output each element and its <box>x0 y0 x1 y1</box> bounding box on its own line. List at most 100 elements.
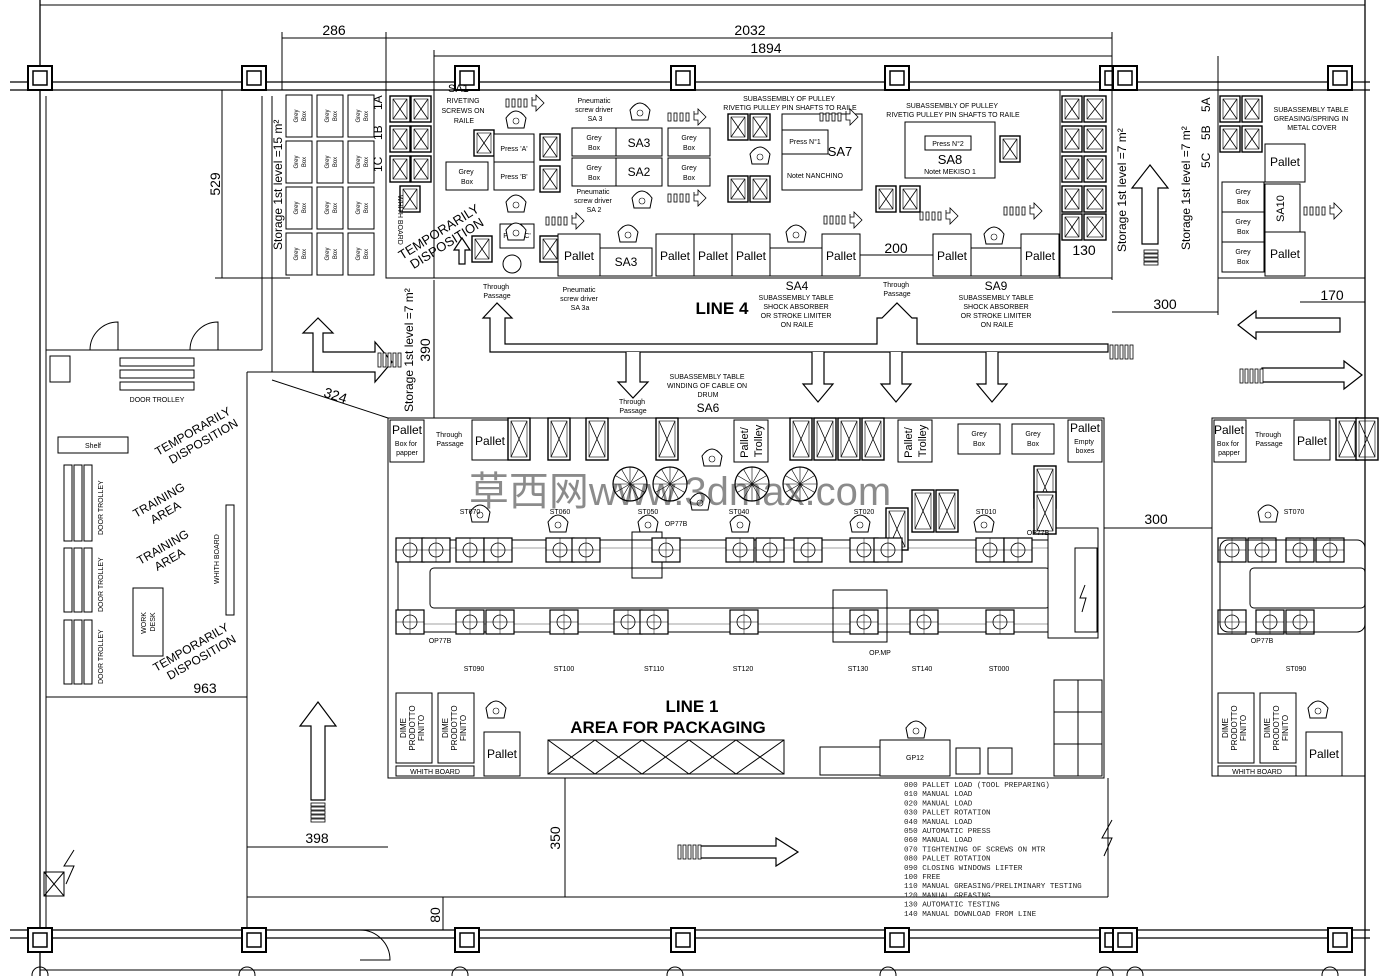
dime-2: DIMEPRODOTTOFINITO <box>441 705 468 750</box>
pallet-sa10-1: Pallet <box>1270 155 1301 169</box>
column-label-1c: 1C <box>371 156 385 172</box>
work-desk-label: WORK DESK <box>141 610 157 634</box>
legend-item: 110 MANUAL GREASING/PRELIMINARY TESTING <box>904 883 1082 891</box>
st070-right: ST070 <box>1284 509 1305 516</box>
dim-300-top: 300 <box>1153 296 1177 312</box>
sa2-label: SA2 <box>628 165 651 179</box>
mekiso-label: Notet MEKISO 1 <box>924 169 976 176</box>
pallet-pack: Pallet <box>487 747 518 761</box>
temp-disp-left-2: TEMPORARILY DISPOSITION <box>151 618 241 686</box>
pallet-l1-a: Pallet <box>475 434 506 448</box>
st040-label: ST040 <box>729 509 750 516</box>
legend-item: 070 TIGHTENING OF SCREWS ON MTR <box>904 846 1046 854</box>
whith-board-l1: WHITH BOARD <box>410 769 460 776</box>
sa4-label: SA4 <box>786 279 809 293</box>
press1-label: Press N°1 <box>789 138 821 146</box>
through-passage-3: Through Passage <box>619 399 647 415</box>
opmp-label: OP.MP <box>869 650 891 657</box>
sa3-note: Pneumatic screw driver SA 3 <box>575 98 615 123</box>
press-a-box <box>493 133 535 163</box>
whith-board-label-top: WHITH BOARD <box>396 195 403 245</box>
door-trolleys-left <box>63 464 93 685</box>
sa1-label: SA1 <box>448 83 469 95</box>
nanchino-label: Notet NANCHINO <box>787 173 844 180</box>
grid-axis-markers <box>31 966 1339 976</box>
dim-200: 200 <box>884 240 908 256</box>
trash-bin <box>49 355 71 383</box>
column-label-1a: 1A <box>371 95 385 110</box>
sa7-title: SUBASSEMBLY OF PULLEY RIVETIG PULLEY PIN… <box>723 96 857 112</box>
sa2-note: Pneumatic screw driver SA 2 <box>574 189 614 214</box>
st120-label: ST120 <box>733 666 754 673</box>
shelf-label: Shelf <box>85 443 101 450</box>
line4-pallet-row <box>557 233 1060 277</box>
grey-box-sa1 <box>445 161 489 191</box>
electric-symbols <box>43 819 1113 897</box>
op77b2-label: OP77B <box>1027 530 1050 537</box>
storage-label-7-right-a: Storage 1st level =7 m² <box>1115 128 1129 252</box>
legend-item: 030 PALLET ROTATION <box>904 810 991 818</box>
sa3b-label: SA3 <box>615 255 638 269</box>
riveting-label: RIVETING SCREWS ON RAILE <box>441 98 486 125</box>
st140-label: ST140 <box>912 666 933 673</box>
legend-item: 140 MANUAL DOWNLOAD FROM LINE <box>904 911 1037 919</box>
storage-label-7-right-b: Storage 1st level =7 m² <box>1179 126 1193 250</box>
storage-label-7-left: Storage 1st level =7 m² <box>402 288 416 412</box>
building-columns <box>27 65 1353 953</box>
dim-80: 80 <box>427 907 443 923</box>
door-trolley-label-3: DOOR TROLLEY <box>98 629 105 684</box>
dim-963: 963 <box>193 680 217 696</box>
st100-label: ST100 <box>554 666 575 673</box>
door-trolley-top-label: DOOR TROLLEY <box>130 397 185 404</box>
pallet-trolley-1: Pallet/ Trolley <box>739 424 765 458</box>
sa6-desc: SUBASSEMBLY TABLE WINDING OF CABLE ON DR… <box>667 374 749 399</box>
pallet-right-a: Pallet <box>1297 434 1328 448</box>
column-label-5a: 5A <box>1199 97 1213 112</box>
op77b3-label: OP77B <box>429 638 452 645</box>
dim-130: 130 <box>1072 242 1096 258</box>
st050-label: ST050 <box>638 509 659 516</box>
legend-item: 080 PALLET ROTATION <box>904 856 991 864</box>
through-passage-right: Through Passage <box>1255 432 1283 448</box>
st060-label: ST060 <box>550 509 571 516</box>
sa6-label: SA6 <box>697 401 720 415</box>
op77b-label: OP77B <box>665 521 688 528</box>
legend-item: 090 CLOSING WINDOWS LIFTER <box>904 865 1023 873</box>
door-trolley-top-3 <box>119 381 195 391</box>
watermark-text: 草西网www.3dmax.com <box>469 470 891 514</box>
pallet-l4-7: Pallet <box>1025 249 1056 263</box>
sa4-desc: SUBASSEMBLY TABLE SHOCK ABSORBER OR STRO… <box>759 295 836 329</box>
storage-label-15: Storage 1st level =15 m² <box>271 120 285 250</box>
pallet-right-pack: Pallet <box>1309 747 1340 761</box>
dim-529: 529 <box>207 172 223 196</box>
legend-item: 060 MANUAL LOAD <box>904 837 973 845</box>
dim-1894: 1894 <box>750 40 781 56</box>
legend-item: 020 MANUAL LOAD <box>904 800 973 808</box>
pallet-trolley-2: Pallet/ Trolley <box>903 424 929 458</box>
through-passage-1: Through Passage <box>483 284 511 300</box>
whith-board-left-label: WHITH BOARD <box>214 534 221 584</box>
legend-item: 010 MANUAL LOAD <box>904 791 973 799</box>
sa7-press-area <box>781 113 863 191</box>
st130-label: ST130 <box>848 666 869 673</box>
pallet-l4-4: Pallet <box>736 249 767 263</box>
grey-box-sa1-label: Grey Box <box>458 169 475 186</box>
station-glyphs <box>395 102 1379 739</box>
through-passage-l1: Through Passage <box>436 432 464 448</box>
temp-disp-left-1: TEMPORARILY DISPOSITION <box>153 402 243 470</box>
